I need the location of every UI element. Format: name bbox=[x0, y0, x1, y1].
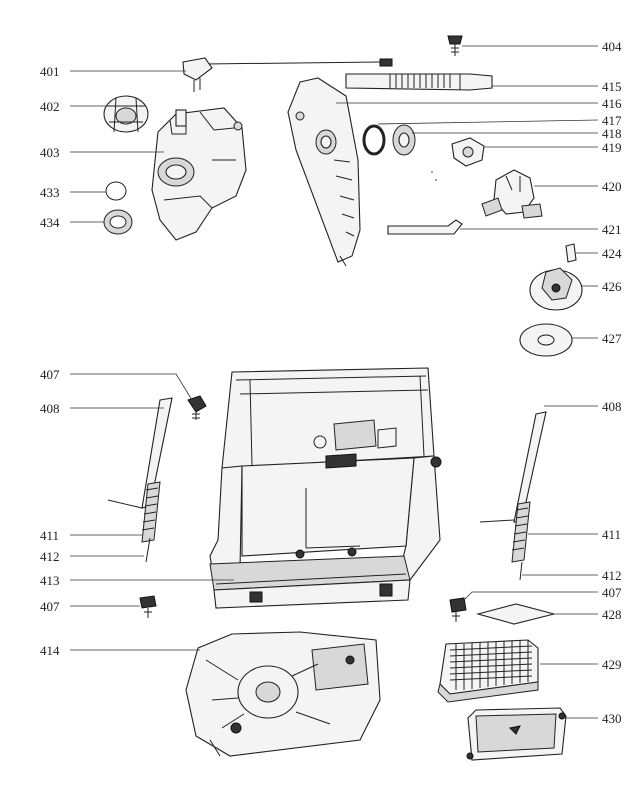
label-404: 404 bbox=[602, 39, 622, 54]
label-413: 413 bbox=[40, 573, 60, 588]
part-408-rod-right[interactable] bbox=[479, 411, 547, 523]
part-407-screw-right[interactable] bbox=[449, 597, 467, 622]
label-424: 424 bbox=[602, 246, 622, 261]
label-414: 414 bbox=[40, 643, 60, 658]
part-414-base-plate[interactable] bbox=[185, 631, 381, 757]
label-429: 429 bbox=[602, 657, 622, 672]
part-412-pin-right[interactable] bbox=[519, 561, 523, 581]
label-421: 421 bbox=[602, 222, 622, 237]
label-419: 419 bbox=[602, 140, 622, 155]
label-434: 434 bbox=[40, 215, 60, 230]
speck-dot bbox=[431, 171, 433, 173]
label-408-a: 408 bbox=[40, 401, 60, 416]
label-402: 402 bbox=[40, 99, 60, 114]
part-424-clip[interactable] bbox=[565, 243, 577, 263]
part-404-screw[interactable] bbox=[447, 35, 463, 56]
label-403: 403 bbox=[40, 145, 60, 160]
part-407-screw-top-left[interactable] bbox=[187, 395, 207, 420]
label-412-a: 412 bbox=[40, 549, 60, 564]
part-413-base-frame[interactable] bbox=[209, 367, 442, 609]
part-419-clamp[interactable] bbox=[451, 137, 485, 167]
speck-dot bbox=[435, 179, 437, 181]
label-418: 418 bbox=[602, 126, 622, 141]
label-428: 428 bbox=[602, 607, 622, 622]
label-408-b: 408 bbox=[602, 399, 622, 414]
part-408-rod-left[interactable] bbox=[107, 397, 173, 509]
leader-407-a bbox=[70, 373, 193, 401]
part-403-softener-unit[interactable] bbox=[151, 107, 247, 241]
part-433-o-ring[interactable] bbox=[105, 181, 127, 201]
part-428-pad[interactable] bbox=[475, 603, 555, 625]
label-411-a: 411 bbox=[40, 528, 59, 543]
label-411-b: 411 bbox=[602, 527, 621, 542]
label-427: 427 bbox=[602, 331, 622, 346]
part-417-ring[interactable] bbox=[362, 124, 386, 156]
part-411-spring-left[interactable] bbox=[141, 481, 161, 543]
part-402-cap[interactable] bbox=[103, 95, 149, 133]
label-407-c: 407 bbox=[602, 585, 622, 600]
leader-407-c bbox=[461, 591, 598, 603]
part-420-pump[interactable] bbox=[481, 169, 543, 219]
label-420: 420 bbox=[602, 179, 622, 194]
label-407-b: 407 bbox=[40, 599, 60, 614]
label-401: 401 bbox=[40, 64, 60, 79]
label-433: 433 bbox=[40, 185, 60, 200]
part-426-pump-housing[interactable] bbox=[529, 267, 583, 311]
part-421-tube[interactable] bbox=[387, 219, 463, 235]
part-418-filter-disk[interactable] bbox=[392, 124, 416, 156]
label-417: 417 bbox=[602, 113, 622, 128]
part-415-hose[interactable] bbox=[345, 73, 493, 91]
label-407-a: 407 bbox=[40, 367, 60, 382]
label-415: 415 bbox=[602, 79, 622, 94]
part-430-tray[interactable] bbox=[466, 707, 567, 761]
leader-417 bbox=[377, 119, 599, 125]
part-407-screw-bottom-left[interactable] bbox=[139, 595, 157, 618]
part-411-spring-right[interactable] bbox=[511, 501, 531, 563]
part-429-grid-block[interactable] bbox=[437, 639, 539, 703]
part-427-seal-disk[interactable] bbox=[519, 323, 573, 357]
label-416: 416 bbox=[602, 96, 622, 111]
part-434-gasket[interactable] bbox=[103, 209, 133, 235]
label-426: 426 bbox=[602, 279, 622, 294]
label-430: 430 bbox=[602, 711, 622, 726]
label-412-b: 412 bbox=[602, 568, 622, 583]
part-401-power-cord[interactable] bbox=[182, 57, 393, 92]
part-416-side-panel[interactable] bbox=[287, 77, 361, 267]
part-412-pin-left[interactable] bbox=[145, 537, 151, 563]
